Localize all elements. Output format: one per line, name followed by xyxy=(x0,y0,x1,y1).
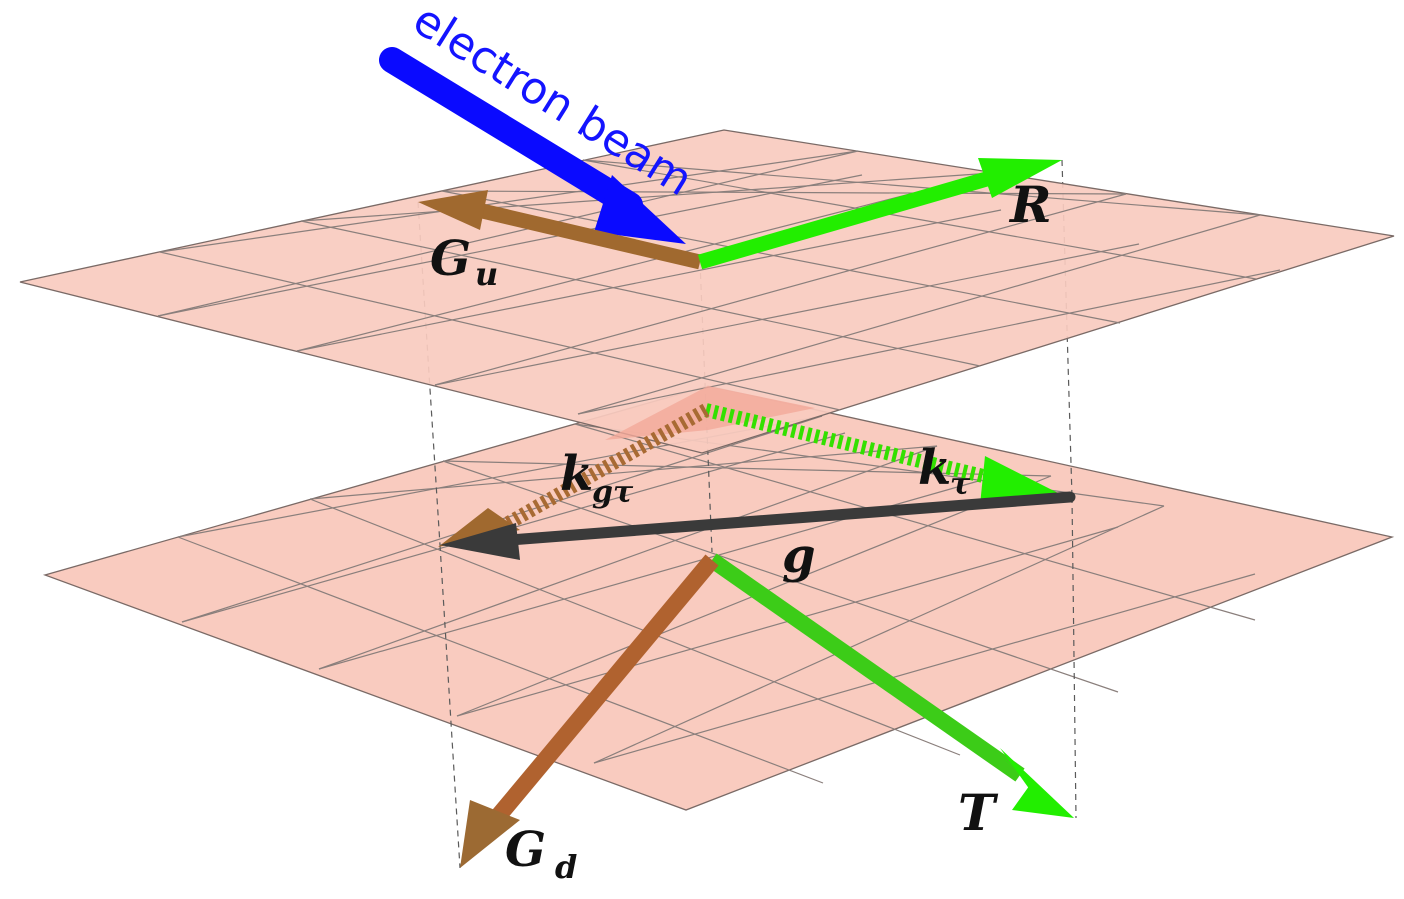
svg-text:k: k xyxy=(918,440,951,496)
svg-text:d: d xyxy=(555,848,577,886)
svg-text:u: u xyxy=(475,255,498,293)
svg-text:R: R xyxy=(1008,175,1052,234)
label-k-tau: k τ xyxy=(918,440,971,502)
svg-text:gτ: gτ xyxy=(592,475,634,510)
label-gu: G u xyxy=(430,231,498,293)
label-gd: G d xyxy=(505,822,577,886)
label-t: T xyxy=(958,783,999,842)
k-g-tau-vector xyxy=(438,403,710,547)
label-r: R xyxy=(1008,175,1052,234)
g-vector xyxy=(440,491,1076,560)
label-k-g-tau: k gτ xyxy=(560,446,634,510)
svg-text:G: G xyxy=(430,231,471,287)
svg-text:τ: τ xyxy=(950,467,971,502)
electron-beam-arrow xyxy=(379,47,686,244)
k-tau-vector xyxy=(704,403,1064,505)
label-g: g xyxy=(782,528,816,584)
lower-plane xyxy=(42,385,1395,811)
r-vector xyxy=(697,158,1062,270)
upper-plane xyxy=(19,129,1395,454)
svg-text:T: T xyxy=(958,783,999,842)
highlight-region xyxy=(605,386,815,440)
gu-vector xyxy=(418,190,702,270)
t-vector xyxy=(707,553,1074,818)
gd-vector xyxy=(460,554,719,868)
svg-text:g: g xyxy=(782,528,816,584)
upper-plane-grid xyxy=(157,150,1281,415)
svg-text:k: k xyxy=(560,446,593,502)
svg-text:G: G xyxy=(505,822,546,878)
